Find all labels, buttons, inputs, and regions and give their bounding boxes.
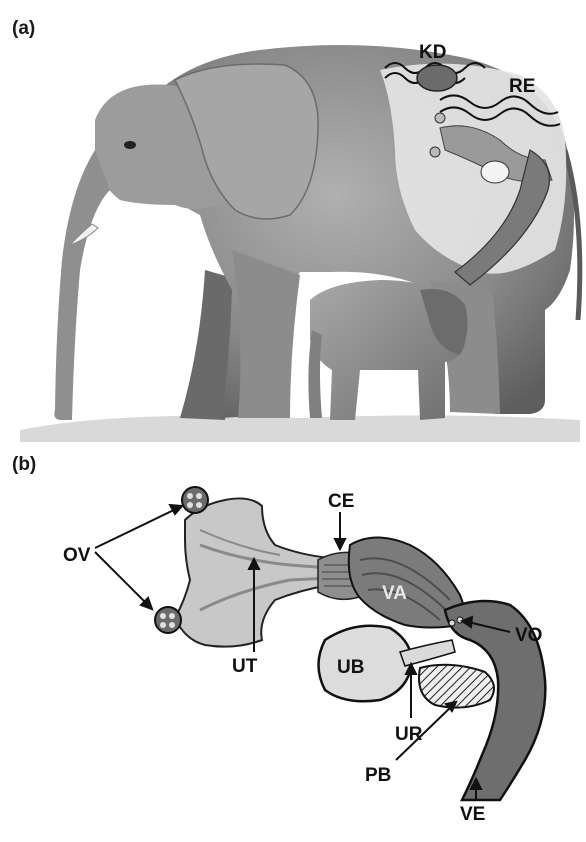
calf-elephant bbox=[308, 280, 467, 420]
panel-a-label: (a) bbox=[12, 18, 35, 39]
label-kd: KD bbox=[419, 42, 446, 63]
label-ve: VE bbox=[460, 804, 485, 825]
label-ub: UB bbox=[337, 657, 364, 678]
ovary-lower bbox=[155, 607, 181, 633]
panel-a: (a) bbox=[12, 18, 580, 442]
panel-b-label: (b) bbox=[12, 454, 36, 475]
label-ur: UR bbox=[395, 724, 423, 745]
ovary-upper bbox=[182, 487, 208, 513]
panel-b: (b) bbox=[12, 454, 545, 825]
label-pb: PB bbox=[365, 765, 391, 786]
label-va: VA bbox=[382, 583, 407, 604]
urinary-bladder bbox=[319, 626, 413, 702]
kidney-shape bbox=[417, 65, 457, 91]
urethra bbox=[400, 640, 455, 666]
label-ut: UT bbox=[232, 656, 258, 677]
label-ov: OV bbox=[63, 545, 91, 566]
uterus-light bbox=[175, 498, 330, 646]
label-re: RE bbox=[509, 76, 535, 97]
label-vo: VO bbox=[515, 625, 542, 646]
label-ce: CE bbox=[328, 491, 354, 512]
ground-shadow bbox=[20, 415, 580, 442]
